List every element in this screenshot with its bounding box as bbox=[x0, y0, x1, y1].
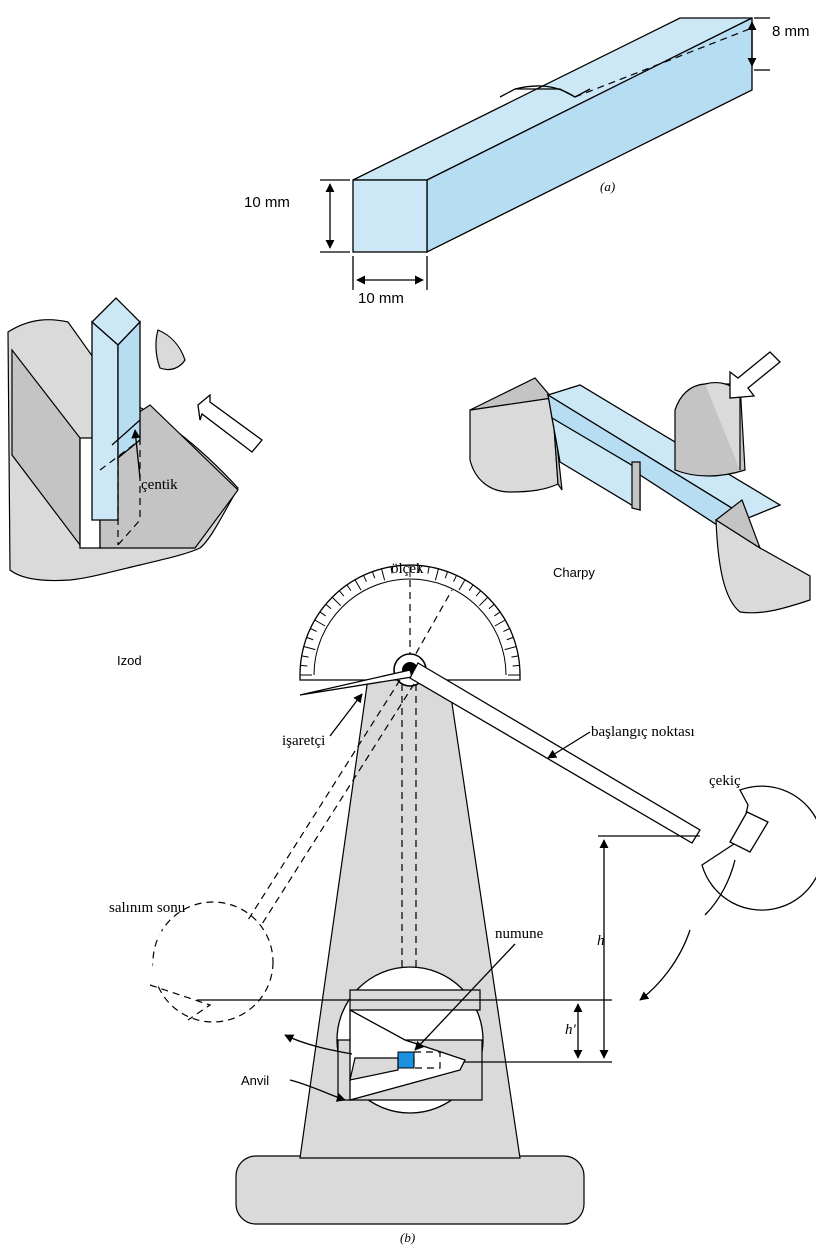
izod-label: Izod bbox=[117, 653, 142, 668]
specimen-highlight bbox=[397, 1051, 415, 1069]
scale-tick bbox=[399, 565, 402, 573]
scale-ticks bbox=[300, 565, 520, 676]
charpy-impact-arrow bbox=[729, 351, 781, 399]
scale-tick bbox=[512, 664, 520, 667]
part-b-label: (b) bbox=[400, 1230, 415, 1245]
start-point-label: başlangıç noktası bbox=[591, 724, 695, 740]
scale-tick bbox=[346, 584, 352, 591]
scale-tick bbox=[434, 568, 439, 581]
scale-tick bbox=[319, 611, 326, 617]
part-a-label: (a) bbox=[600, 179, 615, 194]
scale-tick bbox=[475, 590, 482, 597]
hammer-start bbox=[701, 785, 816, 911]
specimen-bar-a bbox=[352, 16, 753, 254]
scale-tick bbox=[371, 571, 376, 579]
scale-tick bbox=[488, 603, 495, 610]
dim-8mm: 8 mm bbox=[747, 17, 810, 71]
izod-setup bbox=[7, 297, 263, 582]
scale-tick bbox=[338, 590, 345, 597]
charpy-label: Charpy bbox=[553, 565, 595, 580]
dim-10mm-width: 10 mm bbox=[352, 256, 428, 307]
dim-10mm-width-label: 10 mm bbox=[358, 290, 404, 307]
scale-tick bbox=[458, 579, 466, 591]
notch-label: çentik bbox=[141, 477, 178, 493]
scale-tick bbox=[310, 628, 317, 632]
machine-base bbox=[235, 1155, 585, 1225]
scale-tick bbox=[390, 566, 393, 574]
pointer bbox=[299, 669, 413, 696]
scale-tick bbox=[504, 646, 517, 651]
scale-tick bbox=[325, 603, 332, 610]
dim-10mm-height: 10 mm bbox=[244, 179, 350, 253]
scale-tick bbox=[301, 655, 309, 658]
scale-tick bbox=[478, 596, 489, 607]
h-prime-label: h' bbox=[565, 1022, 577, 1038]
charpy-setup bbox=[469, 351, 811, 614]
scale-tick bbox=[363, 575, 367, 582]
scale-tick bbox=[511, 655, 519, 658]
specimen-label: numune bbox=[495, 926, 544, 942]
scale-tick bbox=[427, 566, 430, 574]
end-of-swing-label: salınım sonu bbox=[109, 900, 186, 916]
scale-tick bbox=[503, 628, 510, 632]
scale-tick bbox=[354, 579, 362, 591]
izod-impact-arrow bbox=[197, 393, 263, 453]
scale-label: ölçek bbox=[391, 561, 424, 577]
scale-inner-arc bbox=[313, 578, 507, 676]
anvil-label: Anvil bbox=[241, 1073, 269, 1088]
scale-tick bbox=[506, 636, 514, 641]
scale-tick bbox=[314, 619, 326, 627]
scale-tick bbox=[453, 575, 457, 582]
scale-tick bbox=[494, 619, 506, 627]
scale-tick bbox=[494, 611, 501, 617]
scale-tick bbox=[300, 664, 308, 667]
anvil bbox=[349, 1057, 399, 1081]
dim-10mm-height-label: 10 mm bbox=[244, 194, 290, 211]
scale-tick bbox=[468, 584, 474, 591]
scale-tick bbox=[418, 565, 421, 573]
dim-8mm-label: 8 mm bbox=[772, 23, 810, 40]
scale-tick bbox=[303, 646, 316, 651]
hammer-label: çekiç bbox=[709, 773, 741, 789]
scale-tick bbox=[306, 636, 314, 641]
scale-tick bbox=[444, 571, 449, 579]
scale-tick bbox=[381, 568, 386, 581]
pendulum-machine bbox=[149, 564, 816, 1225]
pointer-label: işaretçi bbox=[282, 733, 325, 749]
scale-tick bbox=[331, 596, 342, 607]
h-label: h bbox=[597, 933, 605, 949]
